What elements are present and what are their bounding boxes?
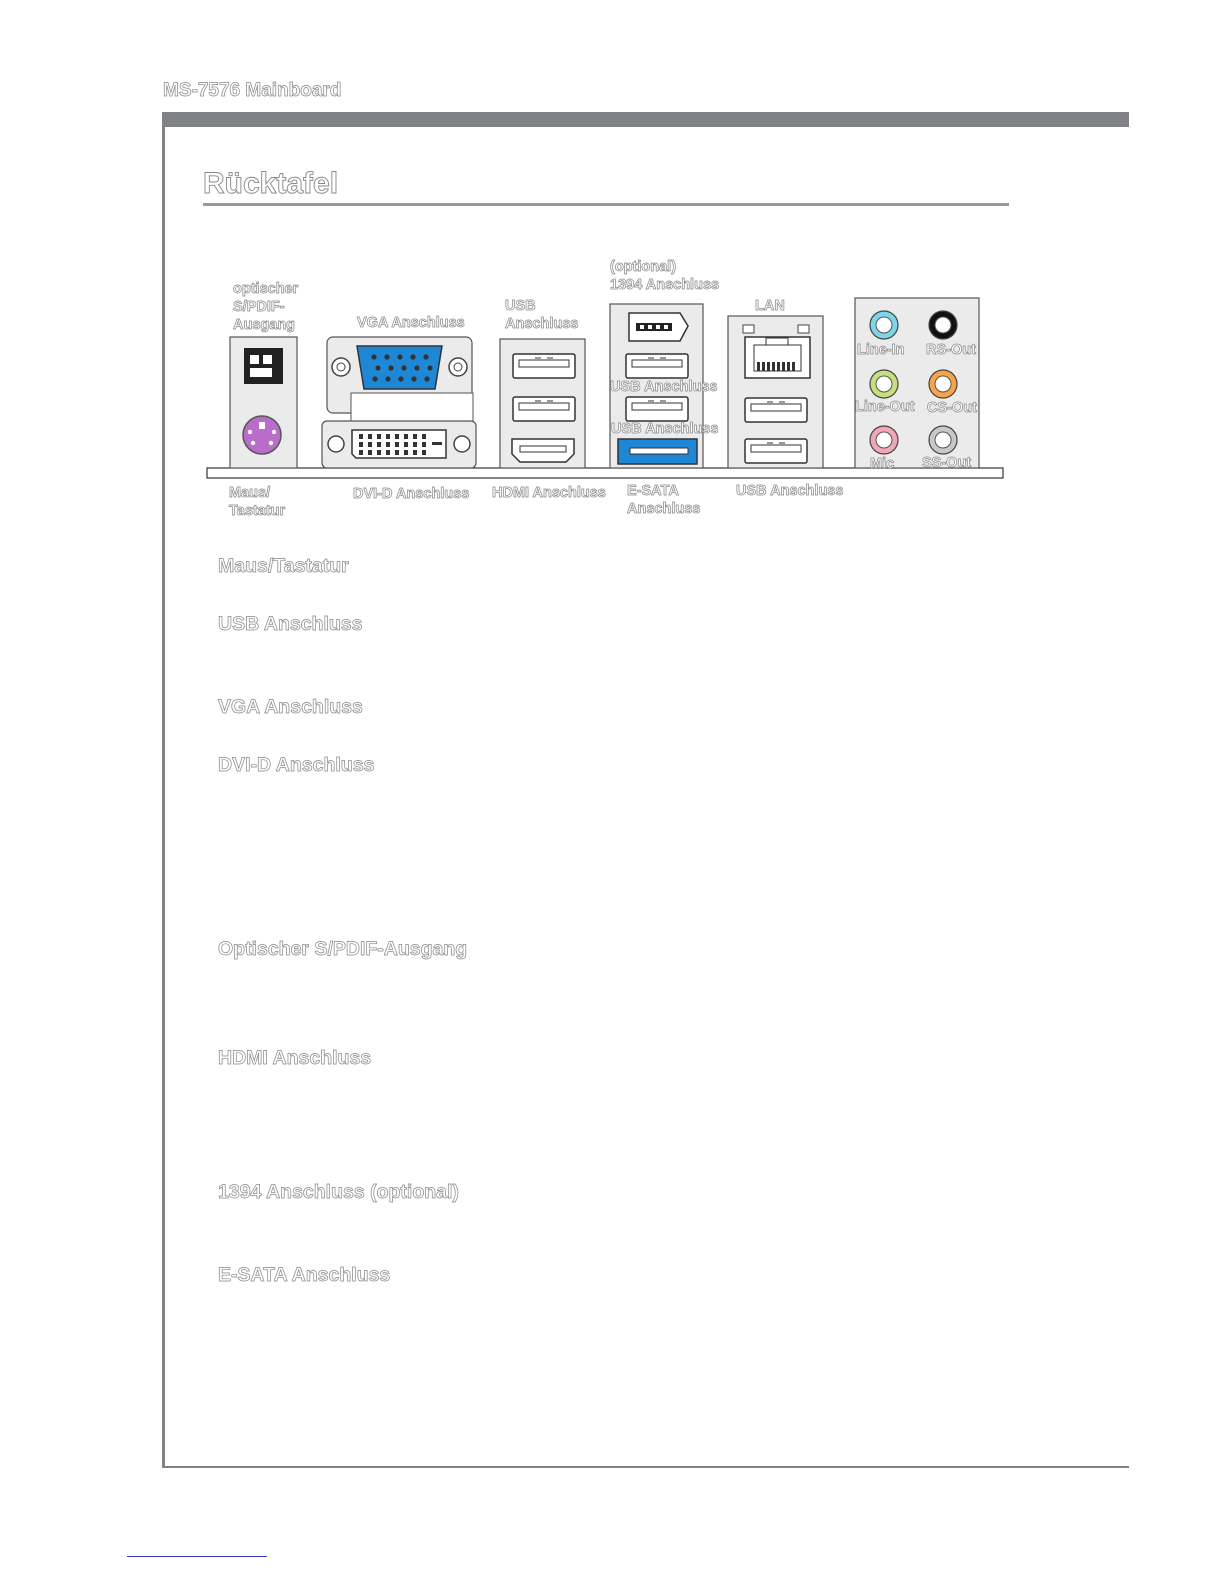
label-mouse-keyboard: Maus/ Tastatur [229, 485, 286, 520]
bottom-rule [162, 1466, 1129, 1468]
vga-port [356, 345, 443, 390]
audio-jack-hole [934, 431, 952, 449]
footer-link-underline[interactable] [127, 1556, 267, 1557]
label-spdif: optischer S/PDIF- Ausgang [233, 281, 299, 334]
label-hdmi: HDMI Anschluss [492, 485, 607, 502]
lan-usb-block [727, 315, 824, 469]
audio-jack-hole [934, 375, 952, 393]
back-panel-diagram: optischer S/PDIF- Ausgang VGA Anschluss … [0, 0, 1224, 560]
audio-jack-hole [875, 316, 893, 334]
label-vga: VGA Anschluss [357, 315, 465, 332]
section-title: Rücktafel [203, 167, 339, 201]
left-margin-rule [162, 112, 165, 1468]
heading-hdmi: HDMI Anschluss [218, 1047, 372, 1070]
document-header: MS-7576 Mainboard [163, 80, 342, 102]
heading-dvi: DVI-D Anschluss [218, 754, 375, 777]
usb-port-4 [625, 396, 689, 422]
vga-dvi-block [321, 336, 477, 469]
panel-base [206, 467, 1004, 479]
audio-jack-hole [875, 431, 893, 449]
heading-firewire: 1394 Anschluss (optional) [218, 1181, 460, 1204]
usb-port-1 [512, 353, 576, 379]
label-usb-mid2: USB Anschluss [611, 421, 719, 438]
spdif-ps2-block [229, 336, 298, 469]
usb-port-2 [512, 396, 576, 422]
label-firewire: (optional) 1394 Anschluss [610, 259, 720, 294]
label-line-in: Line-In [857, 342, 905, 359]
usb-port-5 [744, 397, 808, 423]
heading-usb: USB Anschluss [218, 613, 363, 636]
back-panel-illustration [206, 297, 1004, 479]
usb-port-3 [625, 353, 689, 379]
heading-mouse-keyboard: Maus/Tastatur [218, 555, 349, 578]
label-ss-out: SS-Out [922, 455, 972, 472]
spdif-optical-port [244, 348, 283, 384]
header-bar [163, 112, 1129, 127]
label-usb-bottom: USB Anschluss [736, 483, 844, 500]
label-lan: LAN [755, 298, 786, 315]
label-dvi: DVI-D Anschluss [353, 486, 470, 503]
usb-port-6 [744, 438, 808, 464]
label-rs-out: RS-Out [926, 342, 977, 359]
label-esata: E-SATA Anschluss [627, 483, 701, 518]
heading-spdif: Optischer S/PDIF-Ausgang [218, 938, 468, 961]
heading-vga: VGA Anschluss [218, 696, 364, 719]
ps2-port [242, 415, 282, 455]
label-mic: Mic [870, 456, 895, 473]
label-usb-top: USB Anschluss [505, 298, 579, 333]
audio-jack-hole [934, 316, 952, 334]
label-cs-out: CS-Out [927, 400, 978, 417]
label-usb-mid1: USB Anschluss [610, 379, 718, 396]
label-line-out: Line-Out [855, 399, 915, 416]
audio-jack-hole [875, 375, 893, 393]
firewire-usb-esata-block [609, 303, 704, 469]
title-underline [203, 203, 1009, 206]
audio-block [854, 297, 980, 469]
usb-hdmi-block [499, 338, 586, 469]
heading-esata: E-SATA Anschluss [218, 1264, 391, 1287]
